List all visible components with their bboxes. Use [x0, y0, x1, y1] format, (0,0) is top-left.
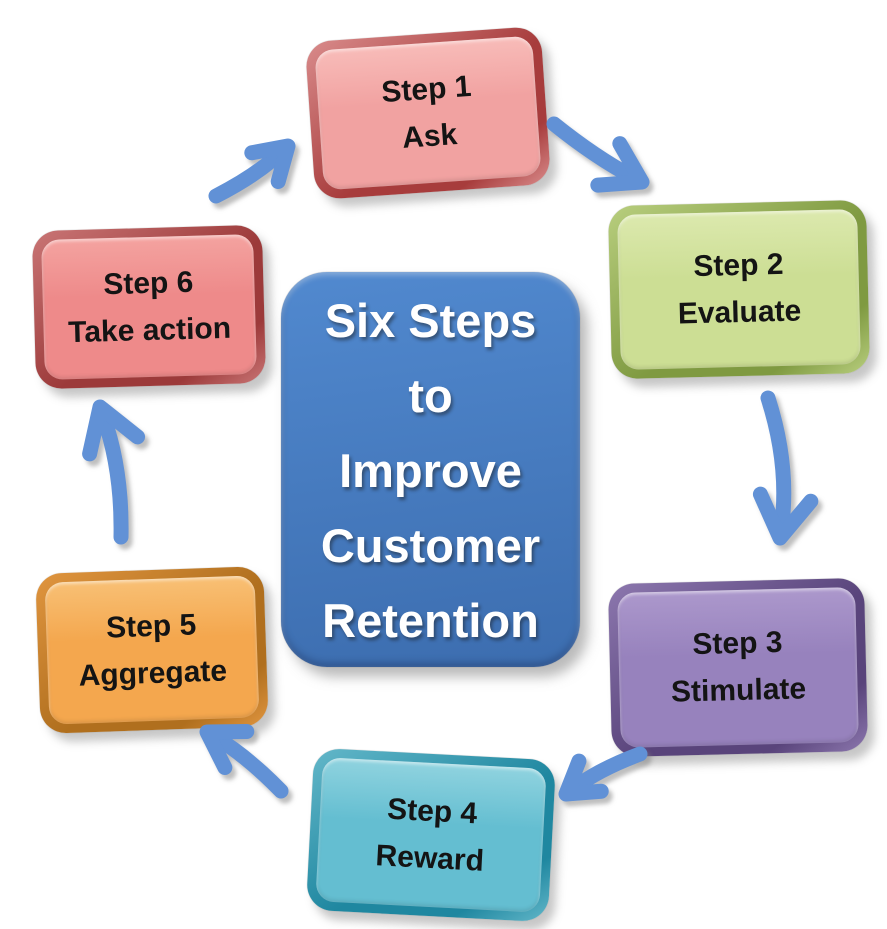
step-2-box: Step 2 Evaluate	[607, 199, 871, 380]
step-1-inner: Step 1 Ask	[314, 35, 542, 191]
step-5-title: Step 5	[105, 607, 197, 645]
center-box: Six Steps to Improve Customer Retention	[281, 272, 580, 667]
step-5-inner: Step 5 Aggregate	[44, 575, 260, 725]
step-6-inner: Step 6 Take action	[41, 234, 257, 380]
step-3-box: Step 3 Stimulate	[607, 577, 869, 758]
center-title-line-4: Customer	[320, 519, 541, 572]
center-title-line-5: Retention	[322, 594, 539, 647]
step-5-action: Aggregate	[78, 653, 228, 693]
arrow-step1-to-step2	[546, 116, 650, 193]
arrow-step6-to-step1	[208, 138, 296, 204]
step-2-title: Step 2	[693, 247, 784, 284]
arrow-step3-to-step4	[558, 746, 648, 802]
step-4-title: Step 4	[386, 792, 479, 830]
step-4-action: Reward	[374, 838, 485, 878]
step-1-action: Ask	[400, 117, 459, 155]
step-4-box: Step 4 Reward	[305, 747, 557, 923]
arrow-step5-to-step6	[82, 399, 146, 545]
step-6-action: Take action	[67, 311, 232, 349]
step-6-title: Step 6	[102, 265, 194, 301]
center-title-line-1: Six Steps	[324, 294, 537, 347]
step-1-title: Step 1	[380, 69, 473, 109]
step-2-inner: Step 2 Evaluate	[617, 209, 861, 370]
center-title-line-3: Improve	[339, 444, 522, 497]
step-3-action: Stimulate	[670, 672, 807, 709]
step-2-action: Evaluate	[677, 294, 802, 331]
step-6-box: Step 6 Take action	[31, 224, 267, 390]
step-3-inner: Step 3 Stimulate	[617, 587, 859, 748]
center-title-line-2: to	[408, 369, 453, 422]
arrow-step2-to-step3	[752, 390, 819, 546]
step-1-box: Step 1 Ask	[304, 25, 552, 201]
arrow-step4-to-step5	[199, 724, 289, 799]
step-3-title: Step 3	[692, 625, 783, 662]
step-5-box: Step 5 Aggregate	[35, 566, 269, 734]
step-4-inner: Step 4 Reward	[315, 757, 547, 913]
